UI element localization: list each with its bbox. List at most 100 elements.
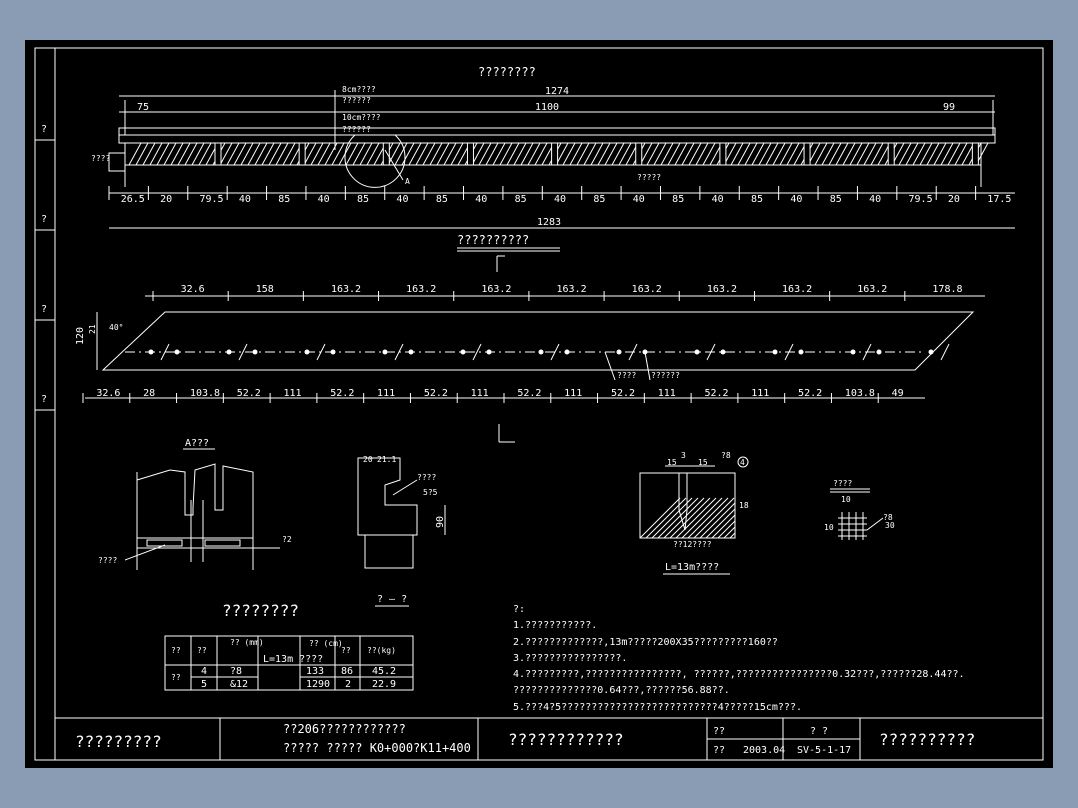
dim-label: 85 — [751, 194, 763, 205]
dim-label: 85 — [515, 194, 527, 205]
dim-right: 99 — [943, 102, 955, 113]
dim-label: 20 — [948, 194, 960, 205]
cad-drawing: ? ? ? ? ???????? 1274 75 1100 99 8cm????… — [34, 47, 1063, 761]
joint-dim: 3 — [681, 451, 686, 460]
mesh-label: 10 — [824, 523, 834, 532]
callout-label: ????? — [637, 173, 661, 182]
plan-callout: ?????? — [651, 371, 680, 380]
mesh-label: 30 — [885, 521, 895, 530]
mesh-grid — [838, 512, 884, 540]
dim-label: 32.6 — [96, 388, 120, 399]
section-dim: 21.1 — [377, 455, 396, 464]
notes: ?: 1.???????????. 2.?????????????,13m???… — [513, 604, 965, 713]
callout-label: 8cm???? — [342, 85, 376, 94]
detail-a-label: ?2 — [282, 535, 292, 544]
dim-label: 52.2 — [237, 388, 261, 399]
table-cell: ?8 — [230, 666, 242, 677]
dim-label: 79.5 — [199, 194, 223, 205]
slab-hatch — [128, 142, 1063, 166]
dim-label: 79.5 — [909, 194, 933, 205]
sidebar-label: ? — [41, 124, 47, 135]
note-line: 3.????????????????. — [513, 653, 627, 664]
dim-label: 52.2 — [611, 388, 635, 399]
date-label: ?? — [713, 745, 725, 756]
dim-label: 85 — [357, 194, 369, 205]
section-dim: 20 — [363, 455, 373, 464]
section-h: 90 — [435, 516, 446, 528]
dim-label: 158 — [256, 284, 274, 295]
table-cell: 2 — [345, 679, 351, 690]
dim-label: 163.2 — [481, 284, 511, 295]
callout-label: ?????? — [342, 125, 371, 134]
dim-label: 52.2 — [424, 388, 448, 399]
plan-dowels — [148, 343, 950, 361]
dim-label: 40 — [869, 194, 881, 205]
dim-label: 111 — [284, 388, 302, 399]
note-line: ?: — [513, 604, 525, 615]
joint-callout: ??12???? — [673, 540, 712, 549]
dim-label: 28 — [143, 388, 155, 399]
detail-circle — [344, 134, 406, 188]
dim-label: 163.2 — [782, 284, 812, 295]
dim-label: 163.2 — [557, 284, 587, 295]
title-block: ????????? ??206???????????? ????? ????? … — [55, 717, 1043, 760]
dim-label: 163.2 — [857, 284, 887, 295]
table-header: ?? (cm) — [309, 639, 343, 648]
drawing-no-label: ? ? — [810, 726, 828, 737]
detail-a-title: A??? — [185, 438, 209, 449]
detail-a-label: ???? — [98, 556, 117, 565]
table-header: ?? — [341, 646, 351, 655]
dim-label: 163.2 — [331, 284, 361, 295]
dim-label: 52.2 — [798, 388, 822, 399]
section-title: ? — ? — [377, 594, 407, 605]
left-label: ???? — [91, 154, 110, 163]
section-outline — [357, 457, 418, 536]
dim-label: 20 — [160, 194, 172, 205]
date-label: ?? — [713, 726, 725, 737]
top-view-title: ???????? — [478, 65, 536, 79]
joint-dim: 4 — [740, 458, 745, 467]
joint-title: L=13m???? — [665, 562, 719, 573]
dim-label: 111 — [658, 388, 676, 399]
dim-label: 40 — [239, 194, 251, 205]
callout-label: ?????? — [342, 96, 371, 105]
sidebar-label: ? — [41, 394, 47, 405]
joint-dim: 18 — [739, 501, 749, 510]
dim-label: 163.2 — [632, 284, 662, 295]
drawing-no: SV-5-1-17 — [797, 745, 851, 756]
sidebar-label: ? — [41, 304, 47, 315]
table-cell: &12 — [230, 679, 248, 690]
mesh-title: ???? — [833, 479, 852, 488]
joint-dim: ?8 — [721, 451, 731, 460]
drawing-name: ???????????? — [508, 730, 624, 749]
detail-a-outline — [136, 463, 254, 570]
note-line: 2.?????????????,13m?????200X35?????????1… — [513, 637, 778, 648]
plan-angle: 40° — [109, 323, 123, 332]
table-cell: 133 — [306, 666, 324, 677]
section-mark: A — [405, 177, 410, 186]
project-line2: ????? ????? K0+000?K11+400 — [283, 741, 471, 755]
plan-callout: ???? — [617, 371, 636, 380]
dim-label: 85 — [830, 194, 842, 205]
joint-dim: 15 — [698, 458, 708, 467]
table-cell: 45.2 — [372, 666, 396, 677]
table-group: ?? — [171, 673, 181, 682]
dim-label: 111 — [564, 388, 582, 399]
dim-left: 75 — [137, 102, 149, 113]
note-line: ??????????????0.64???,??????56.88??. — [513, 685, 730, 696]
table-header: ?? — [171, 646, 181, 655]
dim-label: 111 — [751, 388, 769, 399]
drawing-date: 2003.04 — [743, 745, 785, 756]
dim-label: 52.2 — [705, 388, 729, 399]
dim-label: 85 — [593, 194, 605, 205]
table-header: ??(kg) — [367, 646, 396, 655]
table-header: L=13m ???? — [263, 654, 323, 665]
note-line: 1.???????????. — [513, 620, 597, 631]
table-cell: 22.9 — [372, 679, 396, 690]
top-view-subtitle: ?????????? — [457, 233, 529, 247]
dim-label: 85 — [672, 194, 684, 205]
plan-outline — [101, 311, 975, 371]
project-name: ????????? — [75, 732, 162, 751]
